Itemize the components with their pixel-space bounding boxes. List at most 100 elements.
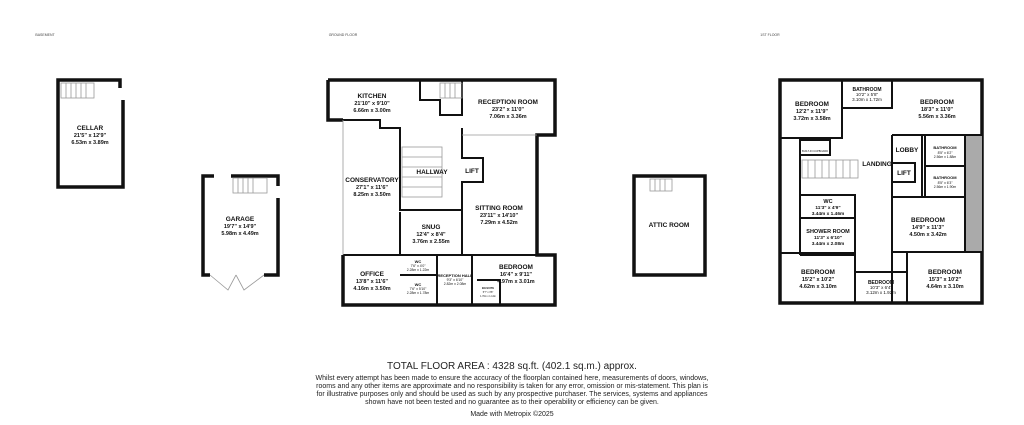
room-dimensions-metric: 3.44m x 1.46m: [812, 211, 845, 217]
room-shower: SHOWER ROOM 11'3" x 6'10" 3.44m x 2.08m: [806, 229, 850, 247]
room-wc-2: WC 7'6" x 5'10" 2.28m x 1.78m: [407, 282, 430, 295]
room-hallway: HALLWAY: [416, 169, 448, 176]
floor-label-basement: BASEMENT: [35, 33, 55, 37]
room-dimensions-metric: 7.29m x 4.52m: [480, 220, 517, 226]
room-reception-hall: RECEPTION HALL 9'3" x 6'10" 2.82m x 2.08…: [437, 273, 473, 286]
room-dimensions-imperial: 13'8" x 11'6": [356, 279, 388, 285]
room-bathroom-1: BATHROOM 10'2" x 5'8" 3.10m x 1.72m: [852, 87, 882, 102]
room-name: BEDROOM: [795, 101, 829, 108]
room-name: BEDROOM: [499, 264, 533, 271]
room-bedroom-4: BEDROOM 15'2" x 10'2" 4.62m x 3.10m: [799, 269, 836, 290]
room-landing: LANDING: [862, 161, 892, 168]
room-lift-first: LIFT: [897, 170, 911, 177]
room-dimensions-imperial: 27'1" x 11'6": [356, 185, 388, 191]
room-dimensions-imperial: 23'2" x 11'0": [492, 107, 524, 113]
room-dimensions-imperial: 18'3" x 11'0": [921, 107, 953, 113]
room-dimensions-metric: 3.72m x 3.58m: [793, 116, 830, 122]
room-dimensions-imperial: 10'2" x 5'8": [856, 92, 879, 97]
floor-label-first: 1ST FLOOR: [760, 33, 780, 37]
room-dimensions-imperial: 8'5" x 6'2": [938, 151, 954, 155]
room-dimensions-imperial: 8'5" x 6'3": [938, 181, 954, 185]
room-dimensions-metric: 3.10m x 1.72m: [852, 97, 882, 102]
room-lift-ground: LIFT: [465, 168, 479, 175]
room-bathroom-3: BATHROOM 8'5" x 6'3" 2.56m x 1.90m: [933, 175, 957, 189]
room-dimensions-imperial: 23'11" x 14'10": [480, 213, 519, 219]
floor-label-ground: GROUND FLOOR: [329, 33, 358, 37]
room-bedroom-5: BEDROOM 10'3" x 6'4" 3.12m x 1.92m: [866, 280, 896, 295]
room-cupboard: BUILT-IN CUPBOARD: [802, 149, 828, 153]
room-dimensions-imperial: 21'5" x 12'9": [74, 133, 107, 139]
first-floor: [778, 78, 984, 305]
room-dimensions-metric: 4.64m x 3.10m: [926, 284, 963, 290]
room-name: CELLAR: [77, 125, 104, 132]
room-name: BEDROOM: [801, 269, 835, 276]
room-name: SHOWER ROOM: [806, 229, 850, 235]
room-dimensions-metric: 5.56m x 3.36m: [918, 114, 955, 120]
room-sitting: SITTING ROOM 23'11" x 14'10" 7.29m x 4.5…: [475, 205, 523, 226]
room-dimensions-imperial: 11'3" x 6'10": [814, 235, 842, 241]
room-dimensions-imperial: 19'7" x 14'9": [224, 224, 257, 230]
room-dimensions-metric: 4.62m x 3.10m: [799, 284, 836, 290]
room-name: OFFICE: [360, 271, 384, 278]
room-snug: SNUG 12'4" x 8'4" 3.76m x 2.55m: [412, 224, 449, 245]
room-dimensions-metric: 4.16m x 3.50m: [353, 286, 390, 292]
room-kitchen: KITCHEN 21'10" x 9'10" 6.66m x 3.00m: [353, 93, 390, 114]
room-name: SNUG: [422, 224, 441, 231]
room-name: WC: [823, 199, 832, 205]
void-area: [965, 135, 982, 252]
room-name: BATHROOM: [933, 175, 957, 180]
disclaimer-text: Whilst every attempt has been made to en…: [315, 375, 709, 406]
room-bedroom-2: BEDROOM 18'3" x 11'0" 5.56m x 3.36m: [918, 99, 955, 120]
room-name: BEDROOM: [928, 269, 962, 276]
room-conservatory: CONSERVATORY 27'1" x 11'6" 8.25m x 3.50m: [345, 177, 399, 198]
room-name: EN-SUITE: [482, 286, 494, 290]
room-dimensions-metric: 6.53m x 3.89m: [71, 140, 108, 146]
room-ensuite: EN-SUITE 5'7" x 3'8" 1.70m x 1.12m: [480, 286, 496, 298]
credit: Made with Metropix ©2025: [470, 411, 554, 418]
room-dimensions-imperial: 7'6" x 4'0": [411, 264, 427, 268]
room-wc-1: WC 7'6" x 4'0" 2.28m x 1.22m: [407, 259, 430, 272]
room-name: SITTING ROOM: [475, 205, 523, 212]
room-reception: RECEPTION ROOM 23'2" x 11'0" 7.06m x 3.3…: [478, 99, 538, 120]
room-name: BEDROOM: [868, 280, 894, 286]
room-dimensions-metric: 7.06m x 3.36m: [489, 114, 526, 120]
room-dimensions-metric: 4.97m x 3.01m: [497, 279, 534, 285]
ground-floor: [326, 78, 557, 307]
room-dimensions-metric: 2.56m x 1.90m: [934, 185, 957, 189]
room-dimensions-imperial: 10'3" x 6'4": [870, 285, 893, 290]
room-dimensions-imperial: 15'3" x 10'2": [929, 277, 962, 283]
room-name: WC: [415, 282, 422, 287]
room-name: KITCHEN: [358, 93, 387, 100]
room-dimensions-imperial: 16'4" x 9'11": [500, 272, 532, 278]
room-name: BATHROOM: [852, 87, 881, 93]
room-lobby: LOBBY: [896, 147, 919, 154]
room-name: BEDROOM: [911, 217, 945, 224]
room-dimensions-imperial: 12'2" x 11'9": [796, 109, 828, 115]
room-dimensions-imperial: 12'4" x 8'4": [416, 232, 446, 238]
room-name: CONSERVATORY: [345, 177, 399, 184]
room-name: BATHROOM: [933, 145, 957, 150]
room-bedroom-6: BEDROOM 15'3" x 10'2" 4.64m x 3.10m: [926, 269, 963, 290]
room-name: BEDROOM: [920, 99, 954, 106]
room-dimensions-metric: 6.66m x 3.00m: [353, 108, 390, 114]
room-dimensions-imperial: 7'6" x 5'10": [410, 287, 428, 291]
room-bedroom-3: BEDROOM 14'9" x 11'3" 4.50m x 3.42m: [909, 217, 946, 238]
room-dimensions-imperial: 14'9" x 11'3": [912, 225, 944, 231]
room-bathroom-2: BATHROOM 8'5" x 6'2" 2.56m x 1.88m: [933, 145, 957, 159]
room-name: ATTIC ROOM: [649, 222, 690, 229]
room-dimensions-metric: 2.28m x 1.22m: [407, 268, 430, 272]
room-dimensions-imperial: 9'3" x 6'10": [447, 278, 465, 282]
room-dimensions-imperial: 15'2" x 10'2": [802, 277, 835, 283]
cellar: CELLAR 21'5" x 12'9" 6.53m x 3.89m: [56, 78, 125, 189]
room-bedroom-ground: BEDROOM 16'4" x 9'11" 4.97m x 3.01m: [497, 264, 534, 285]
room-office: OFFICE 13'8" x 11'6" 4.16m x 3.50m: [353, 271, 390, 292]
room-dimensions-metric: 1.70m x 1.12m: [480, 295, 496, 298]
room-dimensions-metric: 3.76m x 2.55m: [412, 239, 449, 245]
garage: GARAGE 19'7" x 14'9" 5.98m x 4.49m: [201, 174, 280, 291]
room-dimensions-metric: 5.98m x 4.49m: [221, 231, 258, 237]
room-name: RECEPTION ROOM: [478, 99, 538, 106]
room-dimensions-imperial: 11'3" x 4'9": [815, 205, 840, 211]
room-dimensions-metric: 2.56m x 1.88m: [934, 155, 957, 159]
room-dimensions-metric: 2.82m x 2.08m: [444, 282, 467, 286]
